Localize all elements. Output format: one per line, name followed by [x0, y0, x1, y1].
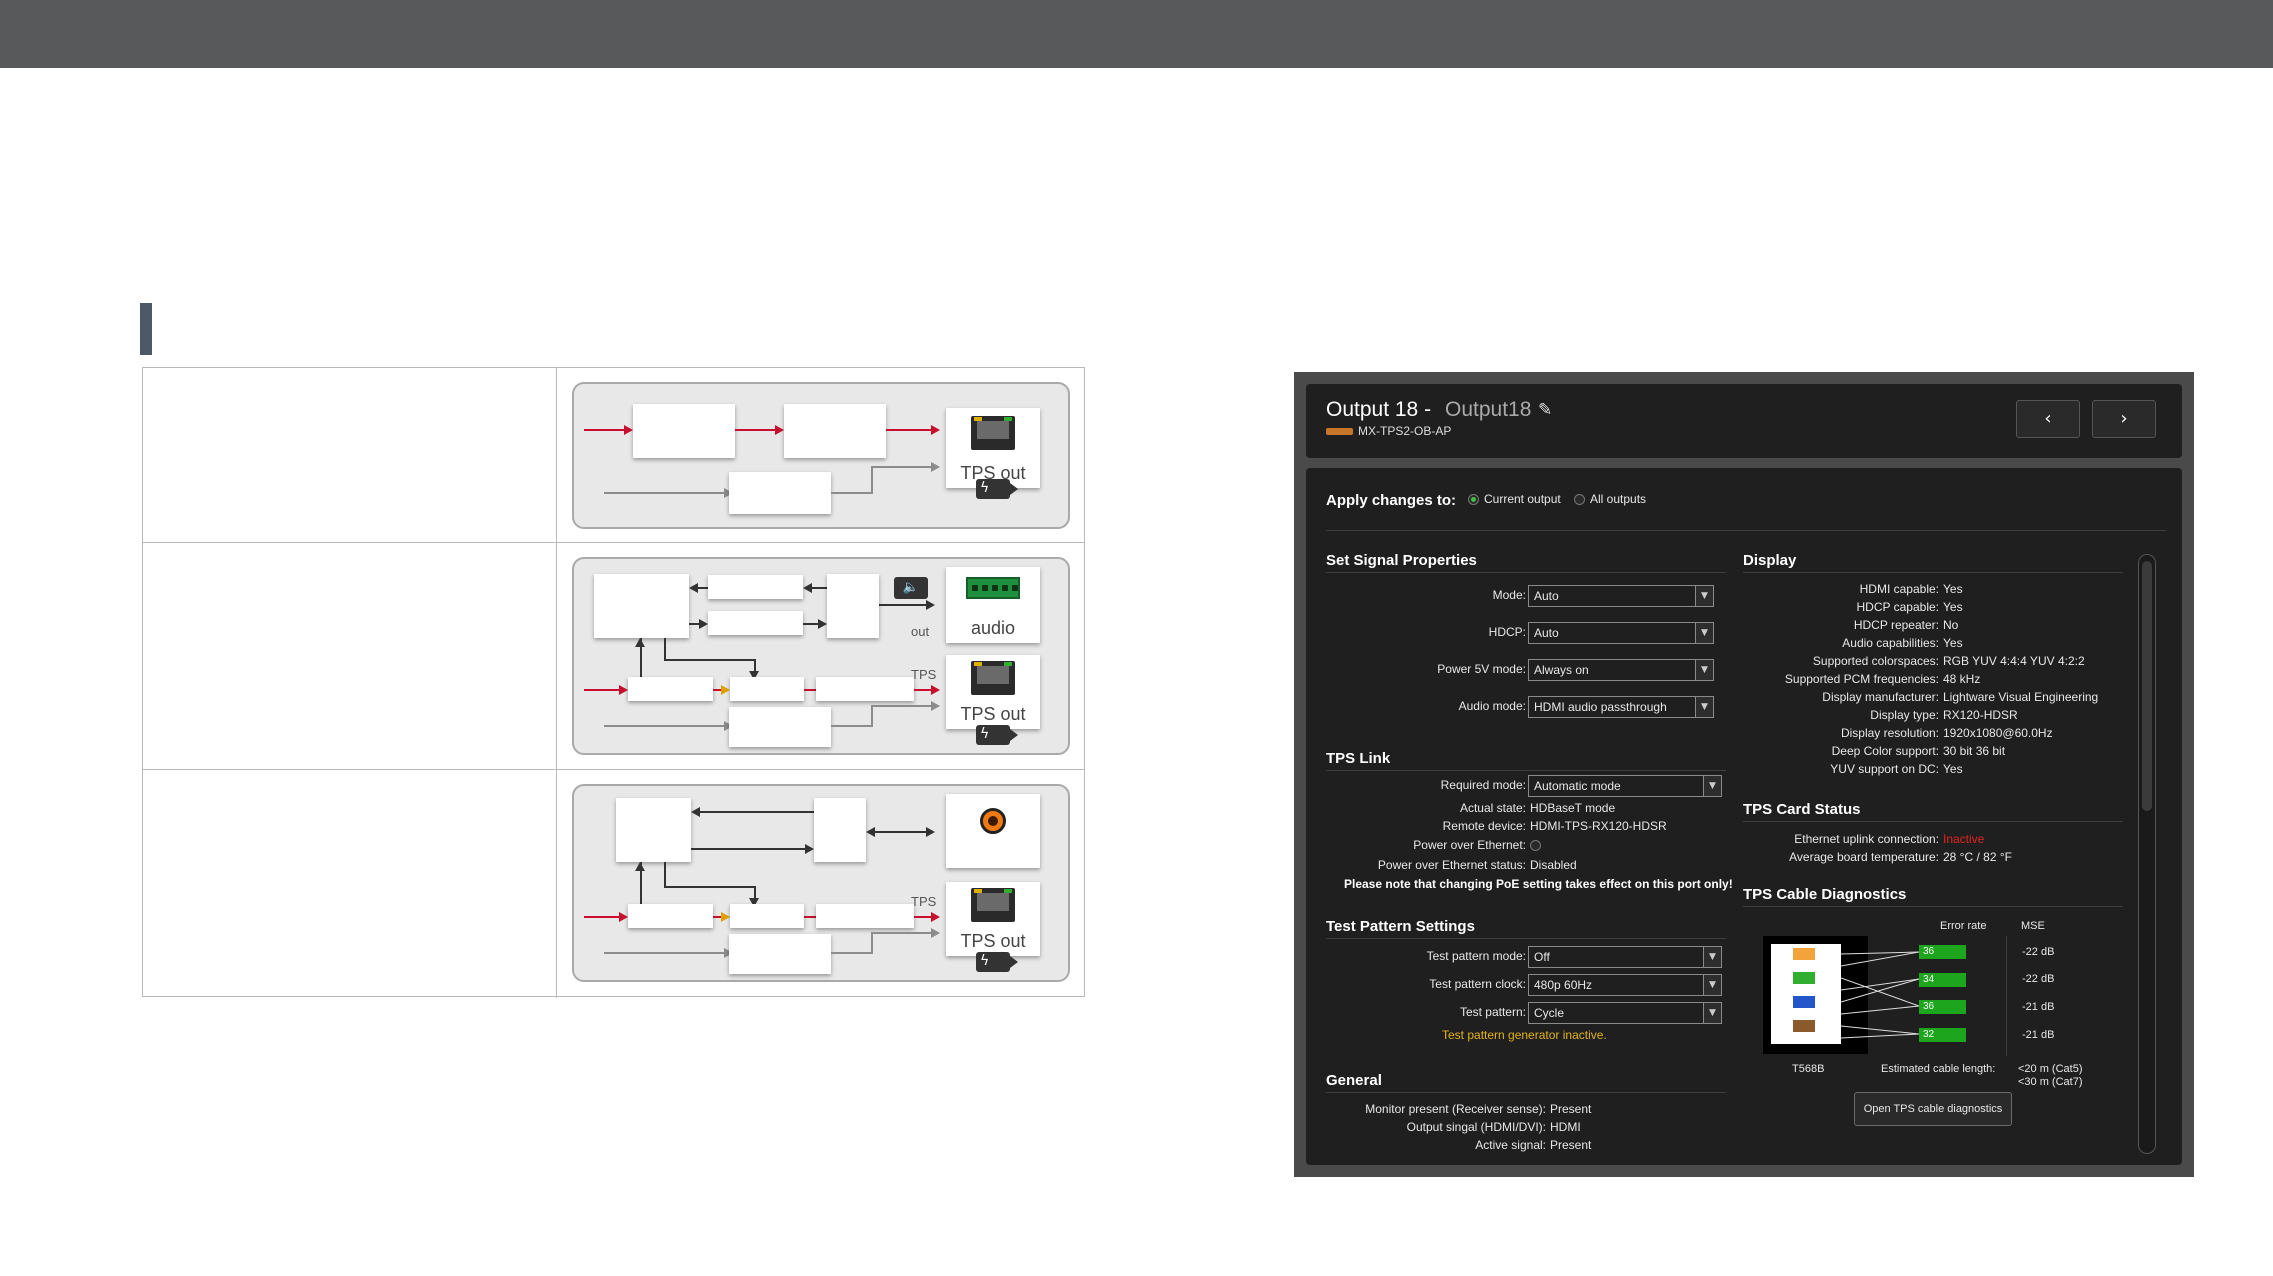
input-block — [628, 904, 713, 928]
tps-out-port: TPS out — [946, 408, 1040, 488]
top-header-bar — [0, 0, 2273, 68]
hdcp-select[interactable]: Auto▼ — [1528, 622, 1714, 644]
chevron-left-icon: ‹ — [2044, 408, 2052, 429]
pair-mse: -22 dB — [2022, 973, 2055, 985]
input-block — [628, 677, 713, 701]
audio-interface-block — [827, 574, 879, 638]
pair-error-rate: 34 — [1919, 973, 1966, 987]
chevron-down-icon: ▼ — [1695, 623, 1713, 643]
device-model: MX-TPS2-OB-AP — [1358, 424, 1452, 438]
all-outputs-label[interactable]: All outputs — [1590, 492, 1647, 506]
tps-out-port: TPS out — [946, 882, 1040, 956]
output-settings-window: Output 18 - Output18 ✎ MX-TPS2-OB-AP ‹ ›… — [1294, 372, 2194, 1177]
terminal-block-icon — [966, 577, 1020, 599]
tps-encoder-block — [816, 904, 914, 928]
processing-block — [784, 404, 886, 458]
open-cable-diagnostics-button[interactable]: Open TPS cable diagnostics — [1854, 1092, 2012, 1126]
poe-toggle[interactable] — [1530, 840, 1541, 851]
display-title: Display — [1743, 552, 1797, 569]
tps-encoder-block — [816, 677, 914, 701]
poe-note: Please note that changing PoE setting ta… — [1344, 877, 1733, 891]
ethernet-block — [729, 707, 831, 747]
test-pattern-select[interactable]: Cycle▼ — [1528, 1002, 1722, 1024]
chevron-down-icon: ▼ — [1695, 697, 1713, 717]
audio-block — [708, 575, 803, 599]
signal-properties-title: Set Signal Properties — [1326, 552, 1477, 569]
required-mode-select[interactable]: Automatic mode▼ — [1528, 775, 1722, 797]
table-row: 🔈 out audio TPS TPS — [143, 543, 1084, 770]
rj45-icon — [971, 888, 1015, 922]
speaker-icon: 🔈 — [894, 577, 928, 599]
output-title: Output 18 - — [1326, 398, 1432, 421]
signal-diagram: 🔈 out audio TPS TPS — [572, 557, 1070, 755]
audio-interface-block — [814, 798, 866, 862]
wire-mapping-lines — [1841, 951, 1920, 1039]
ethernet-block — [729, 472, 831, 514]
power-plug-icon: ϟ — [976, 479, 1018, 499]
output-name[interactable]: Output18 — [1445, 398, 1532, 421]
wiring-standard: T568B — [1792, 1063, 1825, 1075]
chevron-down-icon: ▼ — [1703, 947, 1721, 967]
apply-changes-label: Apply changes to: — [1326, 492, 1457, 509]
audio-port — [946, 794, 1040, 868]
table-row: TPS TPS out ϟ — [143, 770, 1084, 998]
tps-link-title: TPS Link — [1326, 750, 1391, 767]
input-block — [633, 404, 735, 458]
general-title: General — [1326, 1072, 1382, 1089]
output-header: Output 18 - Output18 ✎ MX-TPS2-OB-AP ‹ › — [1306, 384, 2182, 458]
power-5v-select[interactable]: Always on▼ — [1528, 659, 1714, 681]
chevron-down-icon: ▼ — [1703, 975, 1721, 995]
chevron-right-icon: › — [2120, 408, 2128, 429]
rj45-icon — [971, 661, 1015, 695]
power-plug-icon: ϟ — [976, 952, 1018, 972]
settings-scrollbar[interactable] — [2138, 554, 2156, 1154]
output-stage-block — [594, 574, 689, 638]
rj45-connector-icon — [1763, 936, 1868, 1054]
current-output-label[interactable]: Current output — [1484, 492, 1561, 506]
signal-diagram: TPS out ϟ — [572, 382, 1070, 529]
cable-diagnostics-title: TPS Cable Diagnostics — [1743, 886, 1907, 903]
processing-block — [730, 904, 804, 928]
tps-out-port: TPS out — [946, 655, 1040, 729]
chevron-down-icon: ▼ — [1703, 776, 1721, 796]
current-output-radio[interactable] — [1468, 494, 1479, 505]
pencil-icon[interactable]: ✎ — [1538, 400, 1553, 420]
signal-diagram: TPS TPS out ϟ — [572, 784, 1070, 982]
pair-mse: -22 dB — [2022, 946, 2055, 958]
settings-panel: Apply changes to: Current output All out… — [1306, 468, 2182, 1165]
audio-port: audio — [946, 567, 1040, 643]
test-pattern-mode-select[interactable]: Off▼ — [1528, 946, 1722, 968]
chevron-down-icon: ▼ — [1695, 660, 1713, 680]
output-stage-block — [616, 798, 691, 862]
chevron-down-icon: ▼ — [1703, 1003, 1721, 1023]
rca-jack-icon — [980, 808, 1006, 834]
audio-mode-select[interactable]: HDMI audio passthrough▼ — [1528, 696, 1714, 718]
card-status-title: TPS Card Status — [1743, 801, 1861, 818]
chevron-down-icon: ▼ — [1695, 586, 1713, 606]
test-pattern-status: Test pattern generator inactive. — [1442, 1028, 1607, 1042]
test-pattern-title: Test Pattern Settings — [1326, 918, 1475, 935]
power-plug-icon: ϟ — [976, 725, 1018, 745]
next-output-button[interactable]: › — [2092, 400, 2156, 438]
all-outputs-radio[interactable] — [1574, 494, 1585, 505]
pair-error-rate: 36 — [1919, 945, 1966, 959]
scrollbar-thumb[interactable] — [2142, 561, 2152, 811]
mode-select[interactable]: Auto▼ — [1528, 585, 1714, 607]
section-marker — [140, 303, 152, 355]
processing-block — [730, 677, 804, 701]
model-color-bar — [1326, 428, 1353, 435]
previous-output-button[interactable]: ‹ — [2016, 400, 2080, 438]
test-pattern-clock-select[interactable]: 480p 60Hz▼ — [1528, 974, 1722, 996]
pair-error-rate: 32 — [1919, 1028, 1966, 1042]
connection-diagram-table: TPS out ϟ — [142, 367, 1085, 998]
table-row: TPS out ϟ — [143, 368, 1084, 543]
audio-block — [708, 611, 803, 635]
rj45-icon — [971, 416, 1015, 450]
pair-mse: -21 dB — [2022, 1029, 2055, 1041]
pair-mse: -21 dB — [2022, 1001, 2055, 1013]
ethernet-block — [729, 934, 831, 974]
ethernet-status: Inactive — [1943, 832, 1985, 846]
pair-error-rate: 36 — [1919, 1000, 1966, 1014]
